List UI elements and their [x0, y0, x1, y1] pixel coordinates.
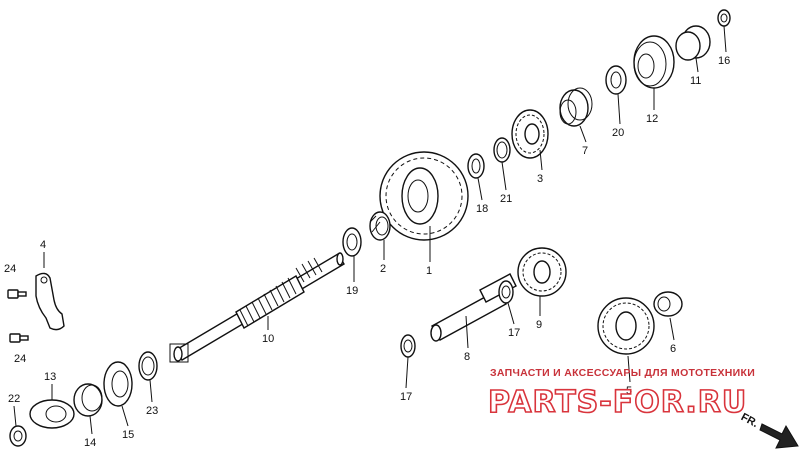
gear-13 [29, 399, 75, 429]
callout-10: 10 [262, 333, 274, 345]
gear-12 [633, 35, 675, 89]
callout-6: 6 [670, 343, 676, 355]
callout-8: 8 [464, 351, 470, 363]
callout-24a: 24 [4, 263, 16, 275]
callout-3: 3 [537, 173, 543, 185]
needle-bearing-7 [559, 87, 593, 127]
washer-17b [400, 334, 416, 358]
washer-17a [498, 280, 514, 304]
callout-21: 22 [8, 393, 20, 405]
callout-11: 11 [690, 75, 701, 87]
callout-17a: 17 [508, 327, 520, 339]
front-direction-indicator: FR. [739, 411, 799, 449]
callout-17b: 17 [400, 391, 412, 403]
bolt-24b [9, 333, 29, 343]
callout-9: 9 [536, 319, 542, 331]
washer-21 [9, 425, 27, 447]
needle-bearing-14 [73, 383, 103, 417]
callout-20: 20 [612, 127, 624, 139]
direction-label: FR. [739, 411, 760, 430]
callout-1: 1 [426, 265, 432, 277]
washer-16 [717, 9, 731, 27]
callout-15: 15 [122, 429, 134, 441]
callout-24b: 24 [14, 353, 26, 365]
callout-labels: 1 2 3 4 5 6 7 8 9 10 11 12 13 14 15 16 1… [4, 55, 730, 449]
callout-12: 12 [646, 113, 658, 125]
main-shaft [169, 252, 345, 363]
callout-2: 2 [380, 263, 386, 275]
front-arrow-icon [759, 423, 799, 449]
callout-5: 5 [626, 385, 632, 397]
callout-14: 14 [84, 437, 96, 449]
callout-16: 16 [718, 55, 730, 67]
watermark-brand: PARTS-FOR.RU [488, 385, 747, 420]
circlip-22 [493, 137, 511, 163]
watermark-tagline: ЗАПЧАСТИ И АКСЕССУАРЫ ДЛЯ МОТОТЕХНИКИ [490, 367, 755, 379]
leader-lines [13, 25, 727, 435]
circlip-23 [138, 351, 158, 381]
callout-19-22: 21 [500, 193, 512, 205]
callout-4: 4 [40, 239, 46, 251]
washer-20 [605, 65, 627, 95]
collar-11 [675, 25, 711, 61]
callout-13: 13 [44, 371, 56, 383]
callout-23: 23 [146, 405, 158, 417]
countershaft-8 [430, 273, 517, 342]
watermark: ЗАПЧАСТИ И АКСЕССУАРЫ ДЛЯ МОТОТЕХНИКИ PA… [487, 367, 755, 421]
bolt-24a [7, 289, 27, 299]
gear-1 [379, 151, 469, 241]
gear-3 [511, 109, 549, 159]
bushing-6 [653, 291, 683, 317]
gear-5 [597, 297, 655, 355]
washer-18 [467, 153, 485, 179]
washer-15 [103, 361, 133, 407]
callout-19: 19 [346, 285, 358, 297]
callout-7: 7 [582, 145, 588, 157]
bearing-2 [369, 211, 391, 241]
callout-18: 18 [476, 203, 488, 215]
washer-19 [342, 227, 362, 257]
gear-9 [517, 247, 567, 297]
shift-fork-4 [35, 272, 65, 331]
